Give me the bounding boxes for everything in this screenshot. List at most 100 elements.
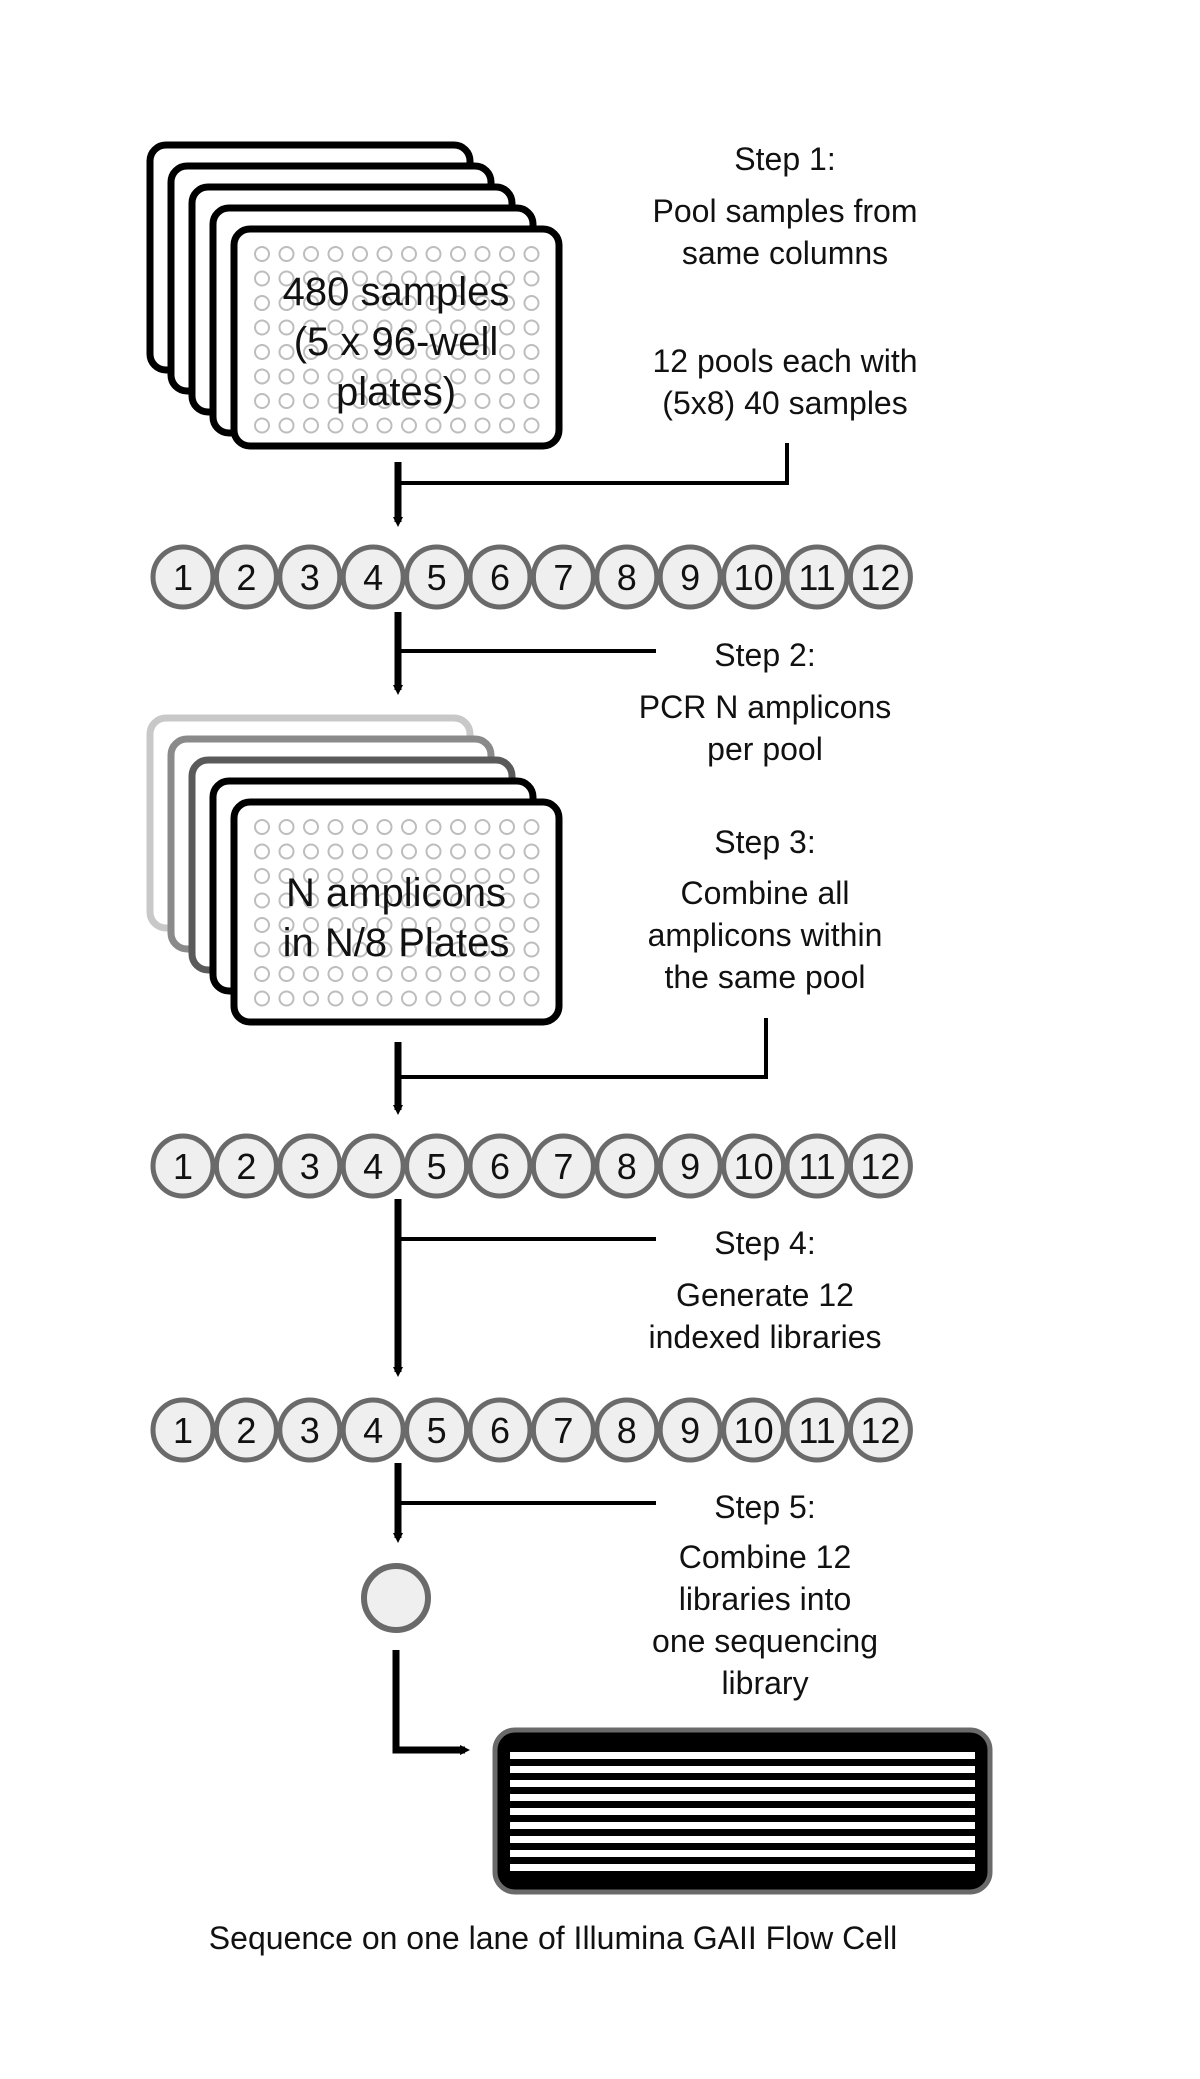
step-line: PCR N amplicons — [639, 689, 892, 725]
pool-number: 12 — [860, 557, 900, 598]
well — [523, 393, 540, 409]
pool-number: 4 — [363, 557, 383, 598]
well — [425, 990, 442, 1007]
well — [425, 246, 442, 262]
well — [474, 990, 491, 1007]
well — [327, 368, 344, 385]
pool-number: 12 — [860, 1410, 900, 1451]
pool-circle — [721, 544, 787, 610]
well — [425, 344, 442, 360]
well — [303, 344, 319, 360]
step-line: amplicons within — [648, 917, 883, 953]
flow-cell-lane — [510, 1808, 975, 1815]
well — [523, 941, 540, 958]
well — [425, 393, 442, 409]
pool-number: 6 — [490, 1146, 510, 1187]
pool-circle — [404, 544, 470, 610]
pool-circle — [847, 1133, 913, 1199]
well — [425, 966, 442, 982]
flow-cell-lanes — [510, 1752, 975, 1871]
well — [523, 892, 540, 909]
step-heading: Step 1: — [734, 141, 835, 177]
well — [254, 270, 270, 287]
pool-circle — [213, 544, 279, 610]
plate-label-line: in N/8 Plates — [283, 921, 510, 965]
pool-circle — [404, 1133, 470, 1199]
well — [303, 868, 319, 884]
well-grid — [254, 819, 540, 1007]
well — [401, 393, 417, 409]
well — [401, 892, 417, 909]
well — [401, 990, 417, 1007]
well — [327, 843, 344, 860]
well — [376, 270, 393, 287]
pool-circle — [213, 1133, 279, 1199]
step-line: one sequencing — [652, 1623, 878, 1659]
well — [278, 393, 295, 409]
well — [425, 868, 442, 884]
well — [401, 295, 417, 311]
well — [278, 319, 295, 336]
pool-circle — [847, 544, 913, 610]
well — [303, 819, 319, 835]
well — [376, 344, 393, 360]
well — [499, 393, 515, 409]
well — [474, 892, 491, 909]
well — [450, 990, 466, 1007]
well — [278, 990, 295, 1007]
amplicon-plate-stack: N amplicons in N/8 Plates — [146, 714, 563, 1026]
pool-number: 7 — [553, 1146, 573, 1187]
pool-circle — [404, 1397, 470, 1463]
well — [425, 417, 442, 434]
connector-step-2 — [393, 612, 656, 695]
well — [303, 941, 319, 958]
well — [278, 868, 295, 884]
well — [278, 417, 295, 434]
pool-circle — [340, 544, 406, 610]
well — [254, 917, 270, 933]
well — [425, 819, 442, 835]
pool-circle — [467, 544, 533, 610]
pool-circle — [150, 1133, 216, 1199]
well — [327, 868, 344, 884]
well — [303, 417, 319, 434]
well — [376, 917, 393, 933]
well — [352, 319, 368, 336]
well — [278, 295, 295, 311]
pool-number: 10 — [734, 1410, 774, 1451]
well — [425, 843, 442, 860]
well — [376, 368, 393, 385]
pool-number: 10 — [734, 1146, 774, 1187]
well — [450, 246, 466, 262]
connector-step-3 — [393, 1018, 768, 1115]
pool-number: 1 — [173, 1410, 193, 1451]
well — [474, 393, 491, 409]
step-1-text: Step 1: Pool samples from same columns 1… — [652, 141, 917, 421]
well — [523, 917, 540, 933]
well — [303, 368, 319, 385]
well — [499, 917, 515, 933]
pool-circle — [784, 544, 850, 610]
pool-circle — [721, 1133, 787, 1199]
well — [450, 393, 466, 409]
plate-label-line: N amplicons — [286, 871, 506, 915]
well — [327, 295, 344, 311]
well — [474, 368, 491, 385]
well — [352, 868, 368, 884]
step-line: indexed libraries — [648, 1319, 881, 1355]
well — [303, 966, 319, 982]
pool-circle — [594, 1133, 660, 1199]
well — [499, 344, 515, 360]
step-2-text: Step 2: PCR N amplicons per pool — [639, 637, 892, 767]
well — [278, 819, 295, 835]
well — [303, 843, 319, 860]
connector-step-5 — [393, 1463, 656, 1543]
well — [499, 295, 515, 311]
well — [401, 270, 417, 287]
well — [474, 917, 491, 933]
step-5-text: Step 5: Combine 12 libraries into one se… — [652, 1489, 878, 1701]
flow-cell-lane — [510, 1864, 975, 1871]
well — [474, 819, 491, 835]
well — [499, 843, 515, 860]
well — [254, 941, 270, 958]
